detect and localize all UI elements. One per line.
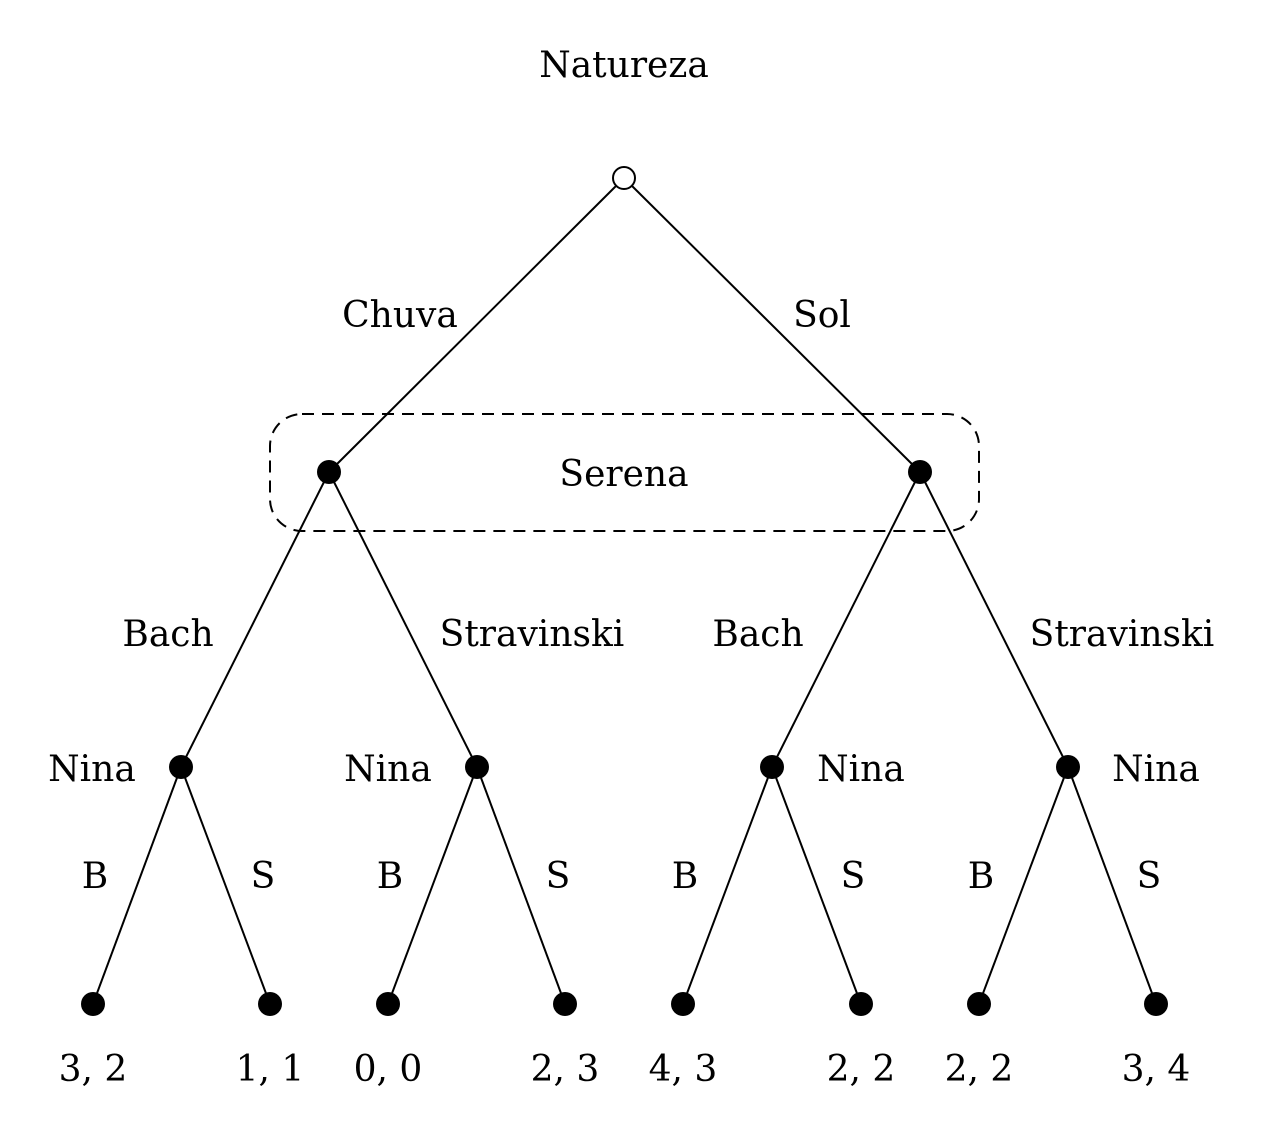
- serena-node-left: [317, 460, 341, 484]
- info-set-label: Serena: [559, 454, 688, 495]
- edge-leaf-7: [978, 766, 1069, 1005]
- payoff-label-2: 1, 1: [236, 1049, 305, 1090]
- payoff-label-3: 0, 0: [354, 1049, 423, 1090]
- payoff-label-8: 3, 4: [1122, 1049, 1191, 1090]
- nina-node-4: [1056, 755, 1080, 779]
- leaf-node-8: [1144, 992, 1168, 1016]
- action-label-5: B: [672, 856, 698, 897]
- payoff-label-6: 2, 2: [827, 1049, 896, 1090]
- edge-leaf-2: [180, 766, 271, 1005]
- edge-label-chuva: Chuva: [342, 295, 458, 336]
- action-label-1: B: [82, 856, 108, 897]
- payoff-label-7: 2, 2: [945, 1049, 1014, 1090]
- leaf-node-5: [671, 992, 695, 1016]
- edge-label-sol: Sol: [793, 295, 851, 336]
- nina-node-3: [760, 755, 784, 779]
- edge-leaf-8: [1067, 766, 1157, 1005]
- edge-sol: [623, 177, 921, 473]
- edge-leaf-3: [387, 766, 478, 1005]
- edge-leaf-6: [771, 766, 862, 1005]
- information-set-box: [269, 413, 980, 532]
- edge-label-left-stravinski: Stravinski: [440, 614, 625, 655]
- nina-node-2: [465, 755, 489, 779]
- payoff-label-4: 2, 3: [531, 1049, 600, 1090]
- player-label-nina-2: Nina: [344, 749, 432, 790]
- edge-leaf-4: [476, 766, 566, 1005]
- action-label-8: S: [1137, 856, 1162, 897]
- leaf-node-6: [849, 992, 873, 1016]
- edge-label-right-stravinski: Stravinski: [1030, 614, 1215, 655]
- edge-chuva: [328, 177, 625, 473]
- edge-right-bach: [771, 471, 921, 768]
- player-label-nina-4: Nina: [1112, 749, 1200, 790]
- player-label-nina-3: Nina: [817, 749, 905, 790]
- edge-leaf-1: [92, 766, 182, 1005]
- serena-node-right: [908, 460, 932, 484]
- action-label-4: S: [546, 856, 571, 897]
- payoff-label-1: 3, 2: [59, 1049, 128, 1090]
- edge-label-right-bach: Bach: [712, 614, 803, 655]
- nature-label: Natureza: [539, 45, 709, 86]
- tree-edges: [92, 177, 1157, 1005]
- action-label-7: B: [968, 856, 994, 897]
- action-label-3: B: [377, 856, 403, 897]
- leaf-node-3: [376, 992, 400, 1016]
- edge-right-stravinski: [919, 471, 1069, 768]
- edge-left-stravinski: [328, 471, 478, 768]
- action-label-2: S: [251, 856, 276, 897]
- payoff-label-5: 4, 3: [649, 1049, 718, 1090]
- nature-root-node: [612, 166, 636, 190]
- leaf-node-4: [553, 992, 577, 1016]
- leaf-node-2: [258, 992, 282, 1016]
- edge-leaf-5: [682, 766, 773, 1005]
- leaf-node-7: [967, 992, 991, 1016]
- edge-label-left-bach: Bach: [122, 614, 213, 655]
- edge-left-bach: [180, 471, 330, 768]
- leaf-node-1: [81, 992, 105, 1016]
- nina-node-1: [169, 755, 193, 779]
- player-label-nina-1: Nina: [48, 749, 136, 790]
- action-label-6: S: [841, 856, 866, 897]
